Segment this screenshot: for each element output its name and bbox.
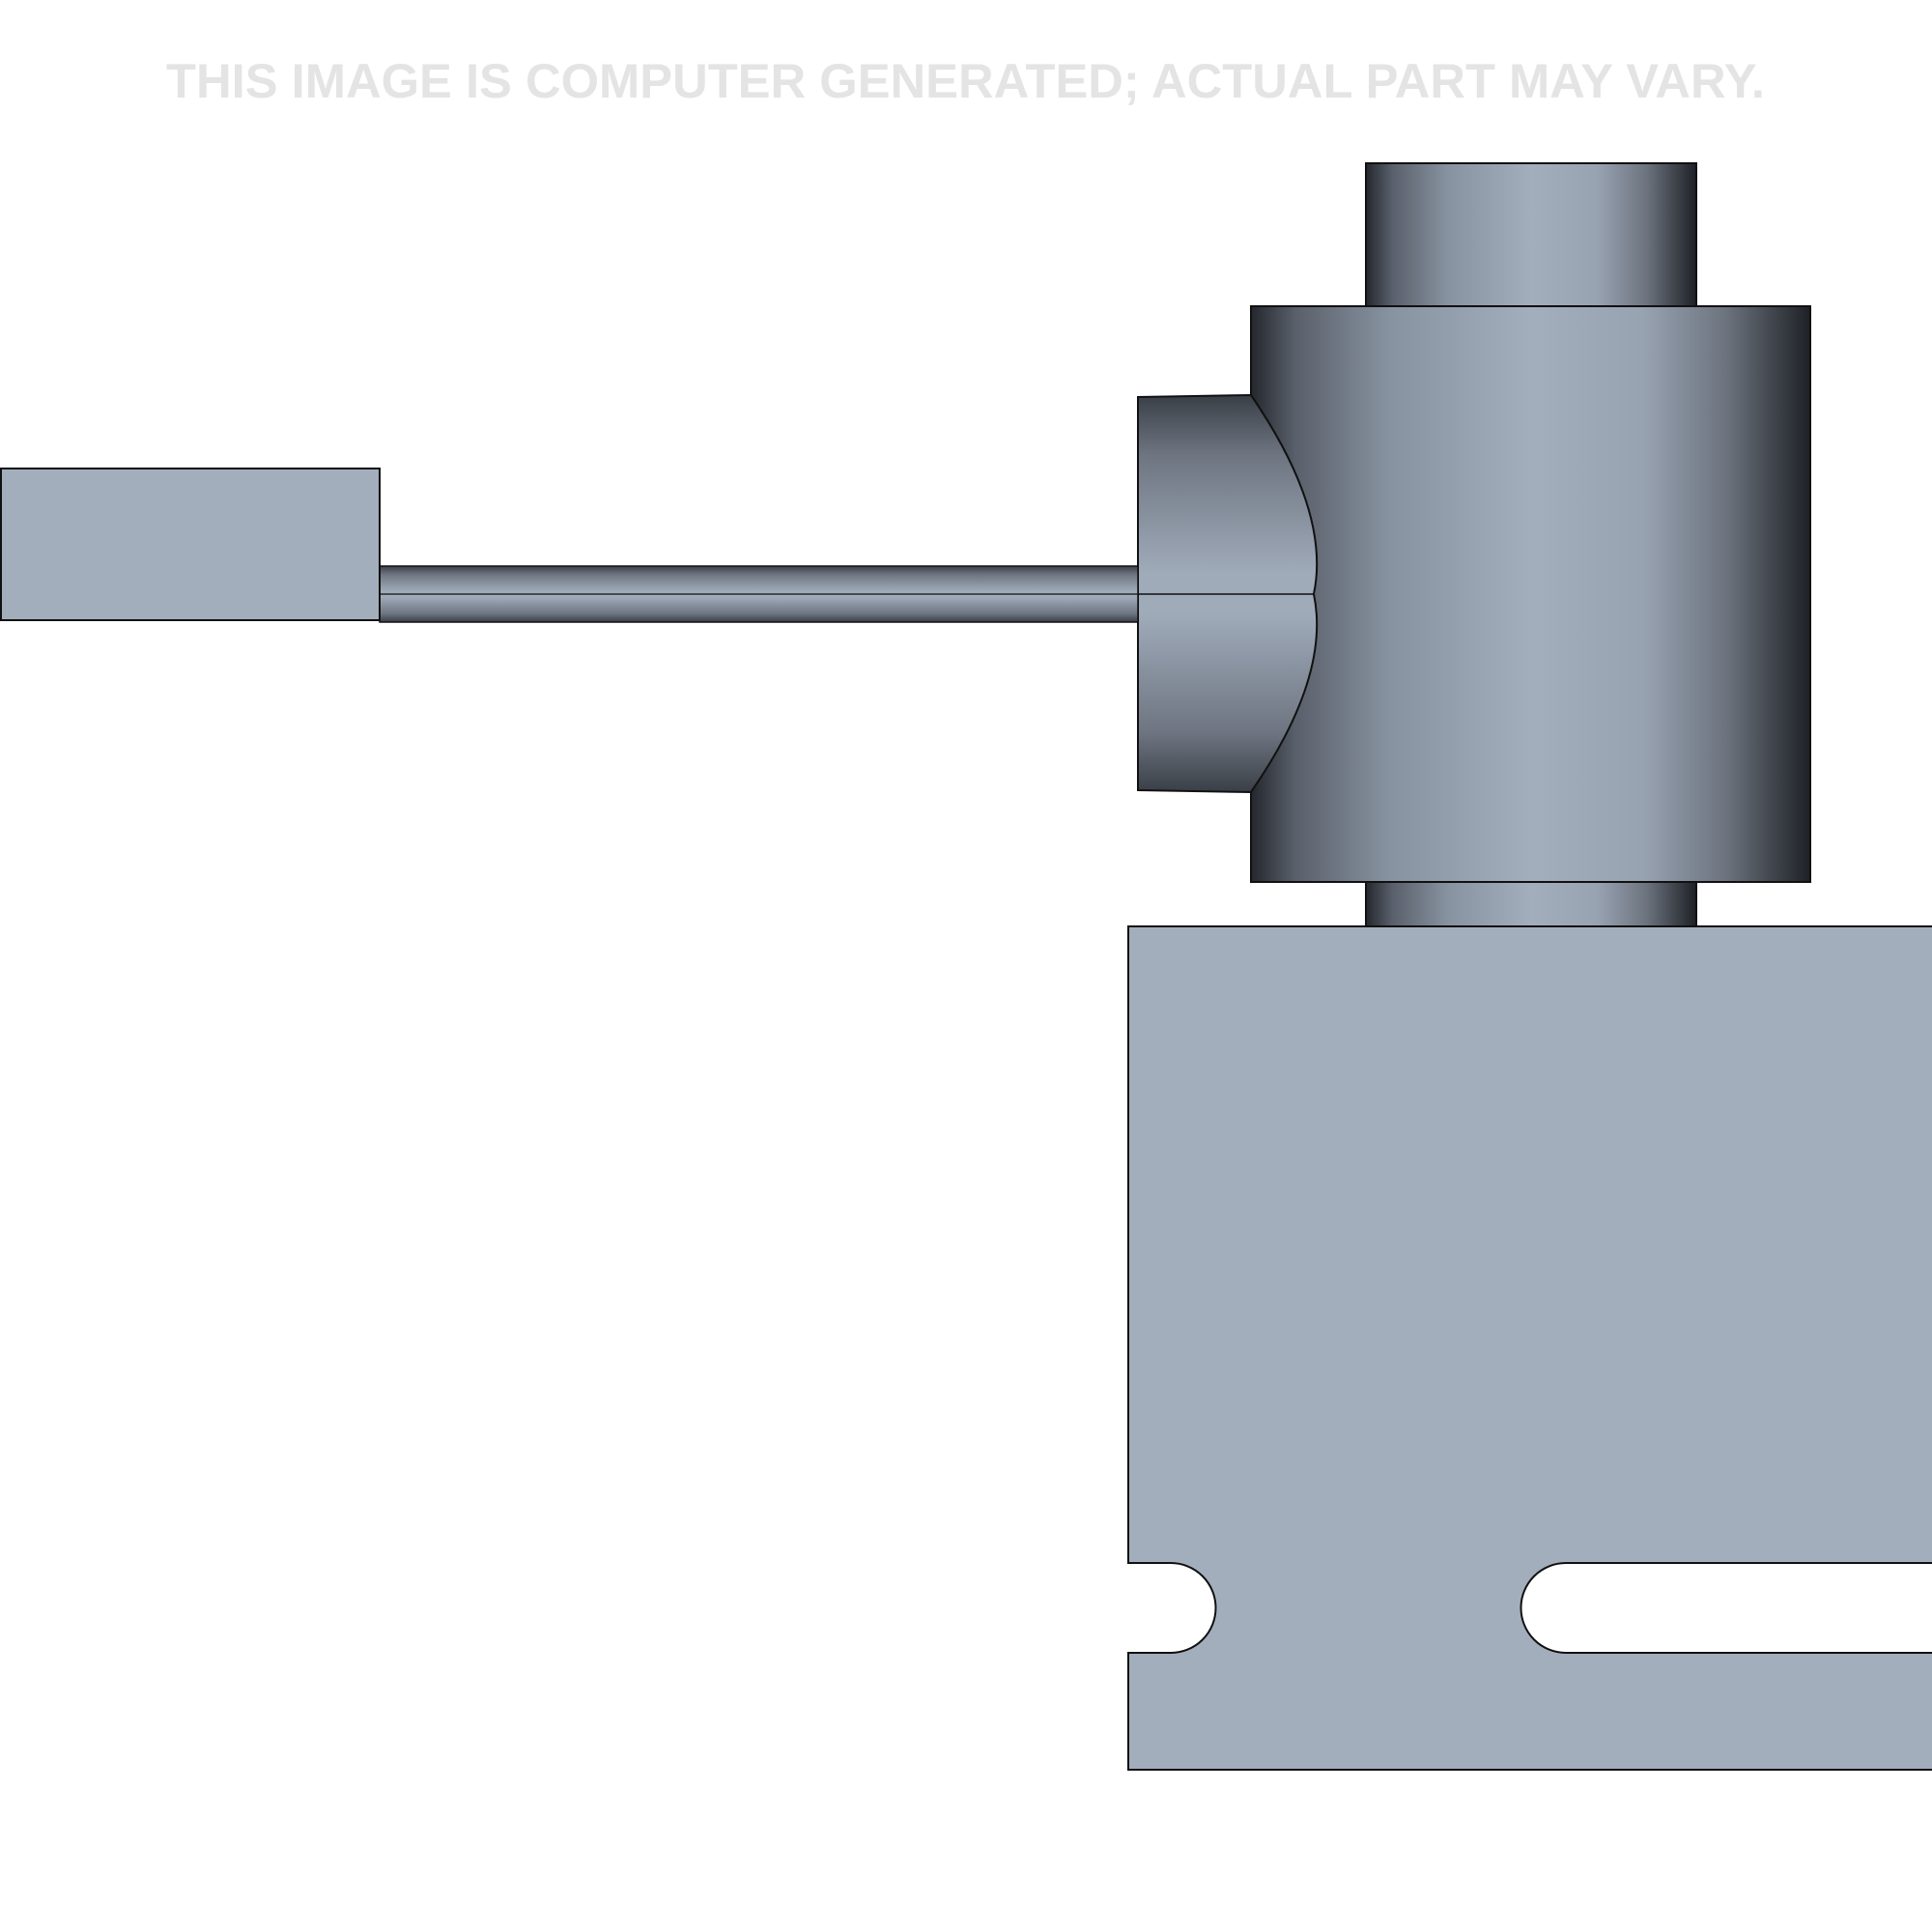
handle-grip — [0, 468, 381, 621]
bottom-pipe — [1365, 879, 1697, 929]
valve-body — [1250, 305, 1811, 883]
top-pipe — [1365, 162, 1697, 309]
mounting-base — [1127, 925, 1932, 1771]
disclaimer-text: THIS IMAGE IS COMPUTER GENERATED; ACTUAL… — [166, 54, 1765, 108]
